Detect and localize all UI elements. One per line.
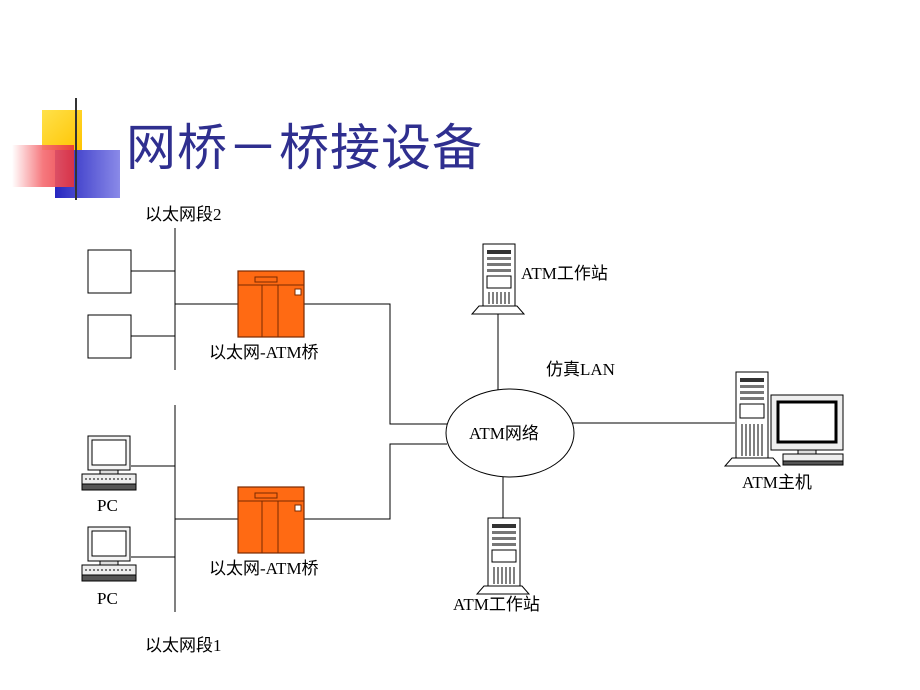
segment-top-label: 以太网段2 — [145, 205, 222, 224]
pc-icon-2 — [81, 526, 137, 582]
pc-label-2: PC — [97, 589, 118, 608]
title-decoration — [12, 98, 840, 200]
workstation-top-label: ATM工作站 — [521, 264, 608, 283]
page-title: 网桥－桥接设备 — [126, 119, 483, 177]
bridge-top-icon — [237, 270, 305, 338]
emulated-lan-label: 仿真LAN — [546, 360, 615, 379]
atm-host-label: ATM主机 — [742, 473, 812, 492]
pc-icon-1 — [81, 435, 137, 491]
workstation-top-icon — [470, 243, 526, 315]
bridge-bottom-label: 以太网-ATM桥 — [209, 559, 319, 578]
segment-bottom-label: 以太网段1 — [145, 636, 222, 655]
atm-network-label: ATM网络 — [469, 424, 539, 443]
bridge-bottom-icon — [237, 486, 305, 554]
workstation-bottom-icon — [475, 517, 531, 595]
device-box-2 — [87, 314, 132, 359]
pc-label-1: PC — [97, 496, 118, 515]
atm-network-cloud — [445, 388, 575, 478]
workstation-bottom-label: ATM工作站 — [453, 595, 540, 614]
atm-host-icon — [723, 371, 844, 467]
device-box-1 — [87, 249, 132, 294]
bridge-top-label: 以太网-ATM桥 — [209, 343, 319, 362]
connection-lines — [131, 228, 735, 612]
